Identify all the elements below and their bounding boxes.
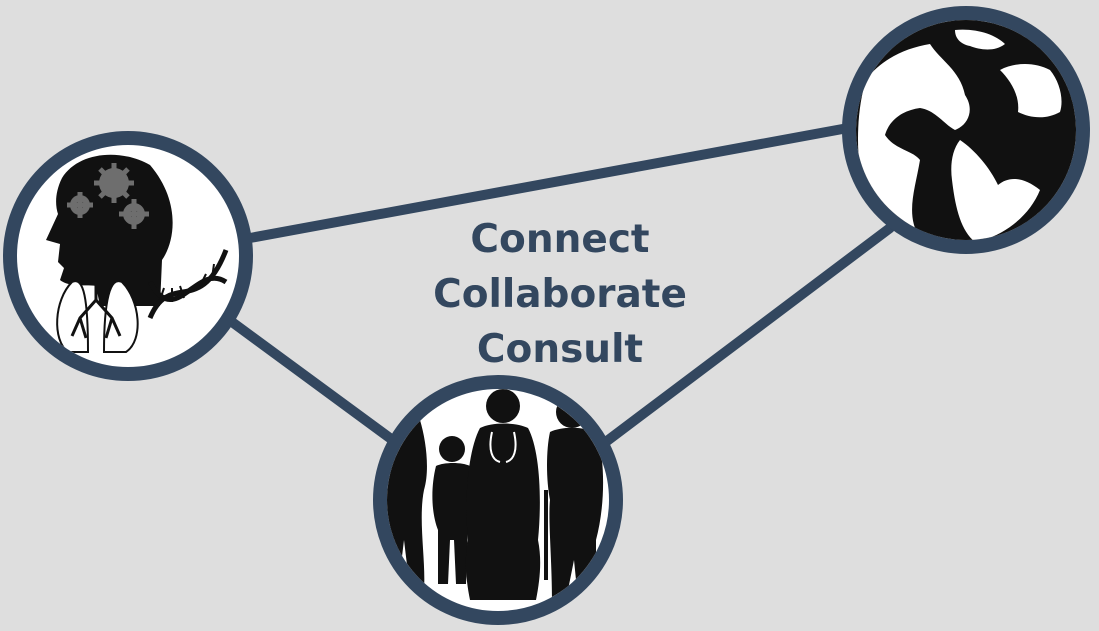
connector-science-globe xyxy=(245,123,853,243)
dna-helix-icon xyxy=(147,249,229,319)
tagline-consult: Consult xyxy=(476,327,644,372)
people-node xyxy=(373,375,623,625)
gears-icon xyxy=(67,163,149,229)
tagline-connect: Connect xyxy=(470,217,650,262)
connector-science-people xyxy=(227,317,403,449)
connections xyxy=(227,123,895,449)
globe-node xyxy=(842,6,1090,254)
connector-people-globe xyxy=(598,223,895,449)
earth-globe-icon xyxy=(856,20,1076,240)
science-node xyxy=(3,131,253,381)
lungs-icon xyxy=(56,262,139,353)
tagline-collaborate: Collaborate xyxy=(433,272,687,317)
tagline: Connect Collaborate Consult xyxy=(400,212,720,377)
